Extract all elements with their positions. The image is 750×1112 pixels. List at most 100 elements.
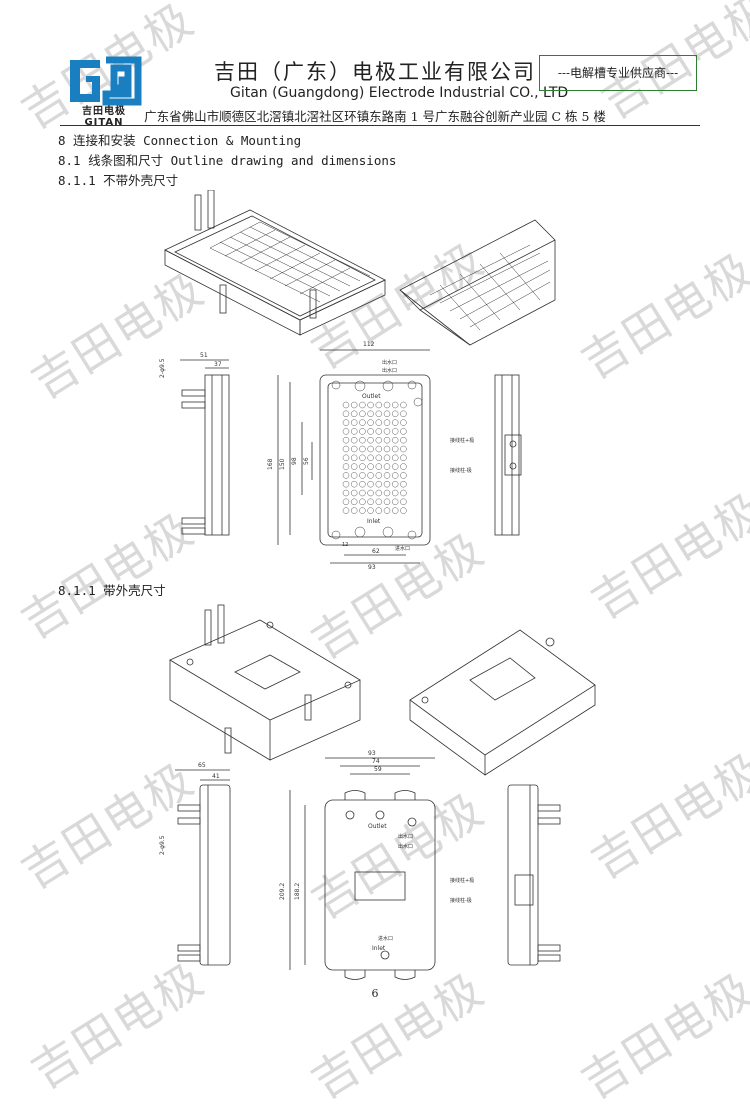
- electrode-hole: [375, 410, 383, 418]
- electrode-hole: [383, 507, 391, 514]
- electrode-hole: [375, 428, 383, 435]
- electrode-hole: [383, 445, 391, 453]
- electrode-hole: [391, 454, 399, 461]
- electrode-hole: [367, 472, 374, 479]
- electrode-hole: [391, 472, 399, 479]
- isometric-view-left: [169, 604, 361, 761]
- electrode-hole: [400, 428, 407, 435]
- electrode-hole: [350, 489, 358, 497]
- electrode-hole: [391, 463, 399, 470]
- supplier-tag: ---电解槽专业供应商---: [539, 55, 697, 91]
- electrode-hole: [391, 445, 399, 453]
- front-view: 112 Outlet Inlet 出水口 出水口 进水口 168 150 98 …: [267, 341, 431, 570]
- electrode-hole: [350, 463, 358, 470]
- water-inlet-label: 进水口: [378, 935, 393, 942]
- company-address: 广东省佛山市顺德区北滘镇北滘社区环镇东路南 1 号广东融谷创新产业园 C 栋 5…: [144, 109, 606, 124]
- electrode-hole: [400, 498, 407, 505]
- electrode-hole: [391, 481, 399, 488]
- electrode-hole: [350, 472, 358, 479]
- electrode-hole: [342, 481, 350, 488]
- electrode-hole: [367, 454, 374, 461]
- terminal-negative-label: 接线柱-极: [450, 467, 472, 474]
- electrode-hole: [350, 454, 358, 461]
- water-inlet-label: 进水口: [395, 545, 410, 552]
- side-view-right: 接线柱+极 接线柱-极: [450, 374, 522, 536]
- dim-51: 51: [200, 352, 208, 359]
- electrode-hole: [391, 410, 399, 418]
- electrode-hole: [391, 507, 399, 514]
- electrode-hole: [342, 436, 350, 444]
- header-divider: [60, 125, 700, 126]
- electrode-hole: [359, 401, 366, 409]
- dim-65: 65: [198, 762, 206, 769]
- electrode-hole: [350, 498, 358, 505]
- inlet-label: Inlet: [367, 518, 381, 525]
- electrode-hole: [342, 428, 350, 435]
- electrode-hole: [400, 419, 407, 426]
- inlet-label: Inlet: [372, 945, 386, 952]
- electrode-hole: [342, 498, 350, 505]
- section-heading-8-1-1-housing: 8.1.1 带外壳尺寸: [58, 583, 166, 598]
- dim-188-2: 188.2: [294, 883, 301, 900]
- logo-text: 吉田电极 GITAN: [82, 106, 126, 128]
- electrode-hole: [400, 436, 407, 444]
- dim-59: 59: [374, 766, 382, 773]
- terminal-negative-label: 接线柱-极: [450, 897, 472, 904]
- electrode-hole: [367, 489, 374, 497]
- electrode-hole: [391, 428, 399, 435]
- electrode-hole: [391, 436, 399, 444]
- electrode-hole: [350, 481, 358, 488]
- electrode-hole: [383, 419, 391, 426]
- dim-37: 37: [214, 361, 222, 368]
- water-outlet-label: 出水口: [382, 359, 397, 366]
- dim-62: 62: [372, 548, 380, 555]
- electrode-hole: [375, 419, 383, 426]
- electrode-hole: [383, 472, 391, 479]
- electrode-hole: [400, 445, 407, 453]
- electrode-hole: [359, 454, 366, 461]
- company-name-cn: 吉田（广东）电极工业有限公司: [214, 60, 536, 84]
- electrode-hole: [391, 419, 399, 426]
- electrode-hole: [375, 498, 383, 505]
- electrode-hole: [359, 481, 366, 488]
- isometric-view-right: [409, 629, 596, 776]
- electrode-hole: [342, 454, 350, 461]
- electrode-hole: [383, 463, 391, 470]
- electrode-hole: [342, 410, 350, 418]
- electrode-hole: [359, 472, 366, 479]
- electrode-hole: [342, 445, 350, 453]
- electrode-hole: [375, 436, 383, 444]
- dim-56: 56: [303, 457, 310, 465]
- electrode-hole: [359, 428, 366, 435]
- electrode-hole: [367, 410, 374, 418]
- outlet-label: Outlet: [368, 823, 387, 830]
- water-outlet-label: 出水口: [398, 843, 413, 850]
- electrode-hole: [342, 463, 350, 470]
- electrode-hole: [375, 401, 383, 409]
- watermark: 吉田电极: [581, 481, 750, 630]
- electrode-hole: [350, 401, 358, 409]
- electrode-hole: [342, 489, 350, 497]
- electrode-hole: [350, 507, 358, 514]
- watermark: 吉田电极: [581, 741, 750, 890]
- electrode-hole: [350, 436, 358, 444]
- electrode-hole: [359, 463, 366, 470]
- electrode-hole: [367, 481, 374, 488]
- dim-12: 12: [342, 542, 348, 548]
- electrode-hole: [367, 463, 374, 470]
- page-header: 吉田电极 GITAN 吉田（广东）电极工业有限公司 Gitan (Guangdo…: [0, 0, 750, 130]
- electrode-hole: [367, 498, 374, 505]
- electrode-hole: [350, 419, 358, 426]
- isometric-view-left: [164, 190, 386, 336]
- electrode-hole: [375, 472, 383, 479]
- electrode-hole: [375, 481, 383, 488]
- electrode-hole: [400, 454, 407, 461]
- electrode-hole: [400, 489, 407, 497]
- electrode-hole: [350, 410, 358, 418]
- electrode-hole: [367, 428, 374, 435]
- side-view-left: 51 37 2-φ9.5: [159, 352, 230, 536]
- electrode-hole: [400, 401, 407, 409]
- dim-93: 93: [368, 564, 376, 570]
- electrode-hole: [383, 436, 391, 444]
- electrode-hole: [342, 507, 350, 514]
